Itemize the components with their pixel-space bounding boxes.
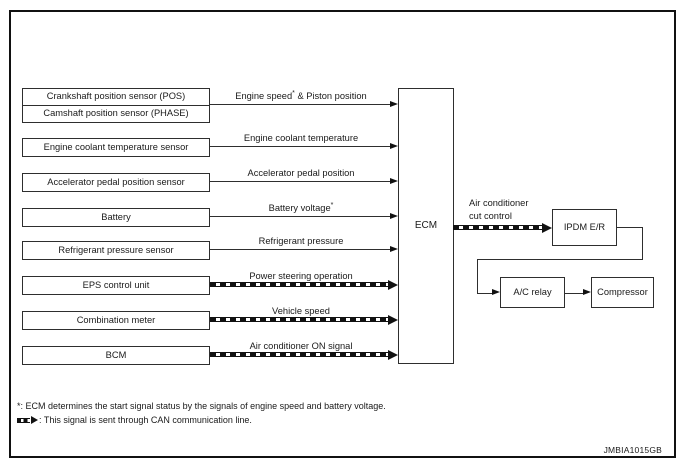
source-box-position-sensors: Crankshaft position sensor (POS) Camshaf…	[22, 88, 210, 123]
arrowhead-icon	[390, 178, 398, 184]
can-signal-line	[210, 282, 389, 287]
signal-row-accelerator-position: Accelerator pedal position	[210, 168, 398, 190]
footnote-asterisk: *: ECM determines the start signal statu…	[17, 401, 386, 411]
signal-arrow-line	[210, 249, 391, 251]
arrowhead-icon	[492, 289, 500, 295]
signal-row-coolant-temperature: Engine coolant temperature	[210, 133, 398, 155]
signal-row-refrigerant-pressure: Refrigerant pressure	[210, 236, 398, 258]
can-arrowhead-legend-icon	[31, 416, 38, 424]
source-box-coolant-temp-sensor: Engine coolant temperature sensor	[22, 138, 210, 157]
signal-label: Vehicle speed	[272, 306, 330, 316]
ac-relay-box: A/C relay	[500, 277, 565, 308]
figure-code: JMBIA1015GB	[603, 445, 662, 455]
arrowhead-icon	[390, 143, 398, 149]
cut-control-label: Air conditioner cut control	[469, 197, 528, 223]
signal-arrow-line	[210, 146, 391, 148]
source-box-battery: Battery	[22, 208, 210, 227]
ipdm-er-box: IPDM E/R	[552, 209, 617, 246]
arrowhead-icon	[390, 213, 398, 219]
signal-label: Refrigerant pressure	[258, 236, 344, 246]
signal-label: Power steering operation	[249, 271, 353, 281]
footnote-can: : This signal is sent through CAN commun…	[17, 414, 252, 426]
connector-segment	[477, 259, 479, 293]
connector-segment	[477, 259, 643, 261]
source-box-bcm: BCM	[22, 346, 210, 365]
signal-row-power-steering: Power steering operation	[210, 271, 398, 293]
signal-label: Air conditioner ON signal	[249, 341, 353, 351]
connector-segment	[565, 292, 584, 294]
connector-segment	[642, 227, 644, 260]
source-box-refrigerant-pressure-sensor: Refrigerant pressure sensor	[22, 241, 210, 260]
connector-segment	[617, 227, 643, 229]
source-box-combination-meter: Combination meter	[22, 311, 210, 330]
signal-label: Engine coolant temperature	[243, 133, 359, 143]
source-box-accelerator-pedal-sensor: Accelerator pedal position sensor	[22, 173, 210, 192]
footnote-can-text: : This signal is sent through CAN commun…	[39, 415, 252, 425]
source-box-eps-control-unit: EPS control unit	[22, 276, 210, 295]
signal-row-battery-voltage: Battery voltage*	[210, 201, 398, 225]
ecm-box: ECM	[398, 88, 454, 364]
source-box-crankshaft-label: Crankshaft position sensor (POS)	[23, 89, 209, 106]
signal-row-engine-speed: Engine speed* & Piston position	[210, 89, 398, 113]
signal-label: Battery voltage*	[268, 201, 334, 213]
signal-row-ac-on-signal: Air conditioner ON signal	[210, 341, 398, 363]
can-signal-line	[453, 225, 543, 230]
connector-segment	[477, 292, 493, 294]
can-arrowhead-icon	[388, 349, 398, 360]
can-arrowhead-icon	[388, 279, 398, 290]
cut-control-label-line2: cut control	[469, 211, 512, 221]
arrowhead-icon	[583, 289, 591, 295]
can-signal-line	[210, 352, 389, 357]
source-box-camshaft-label: Camshaft position sensor (PHASE)	[43, 108, 189, 119]
arrowhead-icon	[390, 101, 398, 107]
cut-control-label-line1: Air conditioner	[469, 198, 529, 208]
can-signal-line	[210, 317, 389, 322]
arrowhead-icon	[390, 246, 398, 252]
signal-arrow-line	[210, 181, 391, 183]
can-arrow-ecm-to-ipdm	[453, 217, 552, 237]
signal-label: Engine speed* & Piston position	[235, 89, 367, 101]
signal-label: Accelerator pedal position	[247, 168, 355, 178]
signal-row-vehicle-speed: Vehicle speed	[210, 306, 398, 328]
can-arrowhead-icon	[388, 314, 398, 325]
signal-arrow-line	[210, 216, 391, 218]
compressor-box: Compressor	[591, 277, 654, 308]
can-line-legend-icon	[17, 417, 30, 423]
signal-arrow-line	[210, 104, 391, 106]
can-arrowhead-icon	[542, 222, 552, 233]
